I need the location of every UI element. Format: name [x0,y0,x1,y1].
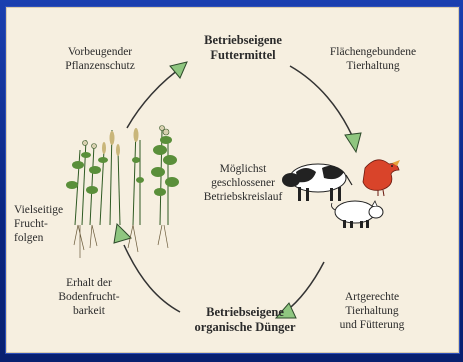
label-flaechengebundene-tierhaltung: Flächengebundene Tierhaltung [308,45,438,73]
label-betriebseigene-futtermittel: Betriebseigene Futtermittel [186,33,300,63]
pig-icon [331,201,383,228]
label-center-kreislauf: Möglichst geschlossener Betriebskreislau… [183,162,303,204]
label-artgerechte-tierhaltung: Artgerechte Tierhaltung und Fütterung [322,290,422,332]
chicken-icon [363,160,400,196]
label-vielseitige-fruchtfolgen: Vielseitige Frucht- folgen [14,203,74,245]
label-erhalt-bodenfruchtbarkeit: Erhalt der Bodenfrucht- barkeit [44,276,134,318]
label-organische-duenger: Betriebseigene organische Dünger [178,305,312,335]
label-vorbeugender-pflanzenschutz: Vorbeugender Pflanzenschutz [40,45,160,73]
